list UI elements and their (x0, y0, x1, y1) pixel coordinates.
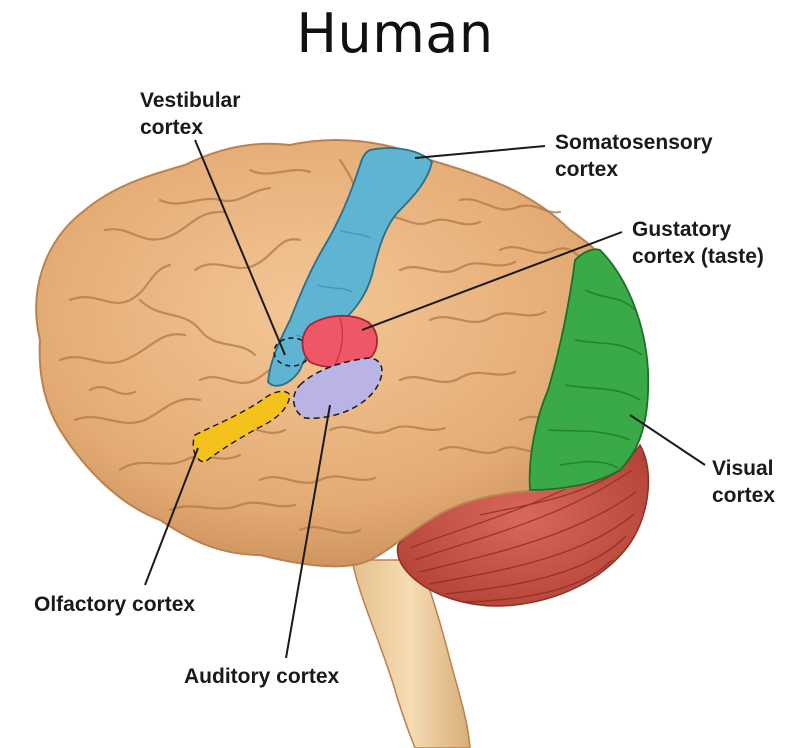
auditory-cortex-label: Auditory cortex (184, 663, 339, 690)
vestibular-cortex-label: Vestibular cortex (140, 87, 240, 141)
visual-cortex-label: Visual cortex (712, 455, 775, 509)
somatosensory-cortex-label: Somatosensory cortex (555, 129, 713, 183)
gustatory-cortex-label: Gustatory cortex (taste) (632, 216, 764, 270)
leader-somatosensory (415, 146, 545, 158)
olfactory-cortex-label: Olfactory cortex (34, 591, 195, 618)
